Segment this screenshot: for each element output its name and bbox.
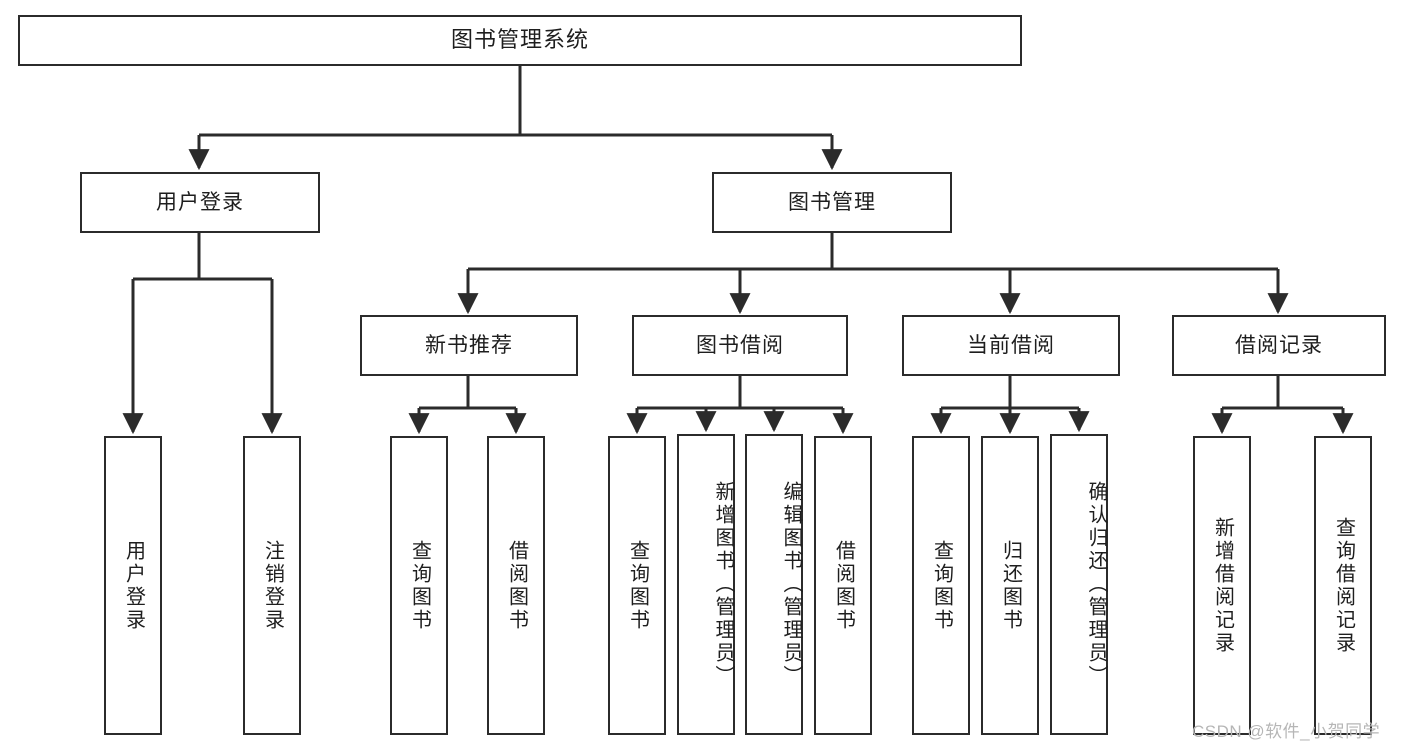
node-root[interactable]: 图书管理系统	[18, 15, 1022, 66]
node-leaf-query-book-1[interactable]: 查询图书	[390, 436, 448, 735]
node-leaf-borrow-book-1[interactable]: 借阅图书	[487, 436, 545, 735]
node-current-borrow-label: 当前借阅	[967, 333, 1055, 357]
node-leaf-user-login[interactable]: 用户登录	[104, 436, 162, 735]
node-user-login[interactable]: 用户登录	[80, 172, 320, 233]
node-leaf-confirm-return-label: 确认归还（管理员）	[1085, 481, 1107, 688]
node-leaf-logout-login-label: 注销登录	[261, 539, 284, 632]
node-leaf-query-book-1-label: 查询图书	[408, 539, 431, 632]
node-leaf-query-record[interactable]: 查询借阅记录	[1314, 436, 1372, 735]
node-leaf-query-book-3-label: 查询图书	[930, 539, 953, 632]
node-leaf-confirm-return[interactable]: 确认归还（管理员）	[1050, 434, 1108, 735]
node-current-borrow[interactable]: 当前借阅	[902, 315, 1120, 376]
node-new-book-rec-label: 新书推荐	[425, 333, 513, 357]
node-leaf-query-book-3[interactable]: 查询图书	[912, 436, 970, 735]
node-book-borrow[interactable]: 图书借阅	[632, 315, 848, 376]
node-book-borrow-label: 图书借阅	[696, 333, 784, 357]
node-leaf-query-book-2-label: 查询图书	[626, 539, 649, 632]
node-leaf-edit-book-label: 编辑图书（管理员）	[780, 481, 802, 688]
node-leaf-edit-book[interactable]: 编辑图书（管理员）	[745, 434, 803, 735]
node-borrow-record[interactable]: 借阅记录	[1172, 315, 1386, 376]
node-leaf-add-book-label: 新增图书（管理员）	[712, 481, 734, 688]
node-book-manage[interactable]: 图书管理	[712, 172, 952, 233]
node-leaf-add-record-label: 新增借阅记录	[1211, 516, 1234, 655]
node-new-book-rec[interactable]: 新书推荐	[360, 315, 578, 376]
node-leaf-borrow-book-1-label: 借阅图书	[505, 539, 528, 632]
node-leaf-user-login-label: 用户登录	[122, 539, 145, 632]
node-root-label: 图书管理系统	[450, 27, 589, 53]
node-leaf-borrow-book-2-label: 借阅图书	[832, 539, 855, 632]
node-leaf-return-book-label: 归还图书	[999, 539, 1022, 632]
node-leaf-query-record-label: 查询借阅记录	[1332, 516, 1355, 655]
node-borrow-record-label: 借阅记录	[1235, 333, 1323, 357]
node-leaf-add-record[interactable]: 新增借阅记录	[1193, 436, 1251, 735]
csdn-watermark: CSDN @软件_小贺同学	[1192, 722, 1381, 741]
node-leaf-add-book[interactable]: 新增图书（管理员）	[677, 434, 735, 735]
node-book-manage-label: 图书管理	[788, 190, 876, 214]
node-leaf-query-book-2[interactable]: 查询图书	[608, 436, 666, 735]
node-leaf-logout-login[interactable]: 注销登录	[243, 436, 301, 735]
node-user-login-label: 用户登录	[156, 190, 244, 214]
node-leaf-return-book[interactable]: 归还图书	[981, 436, 1039, 735]
node-leaf-borrow-book-2[interactable]: 借阅图书	[814, 436, 872, 735]
